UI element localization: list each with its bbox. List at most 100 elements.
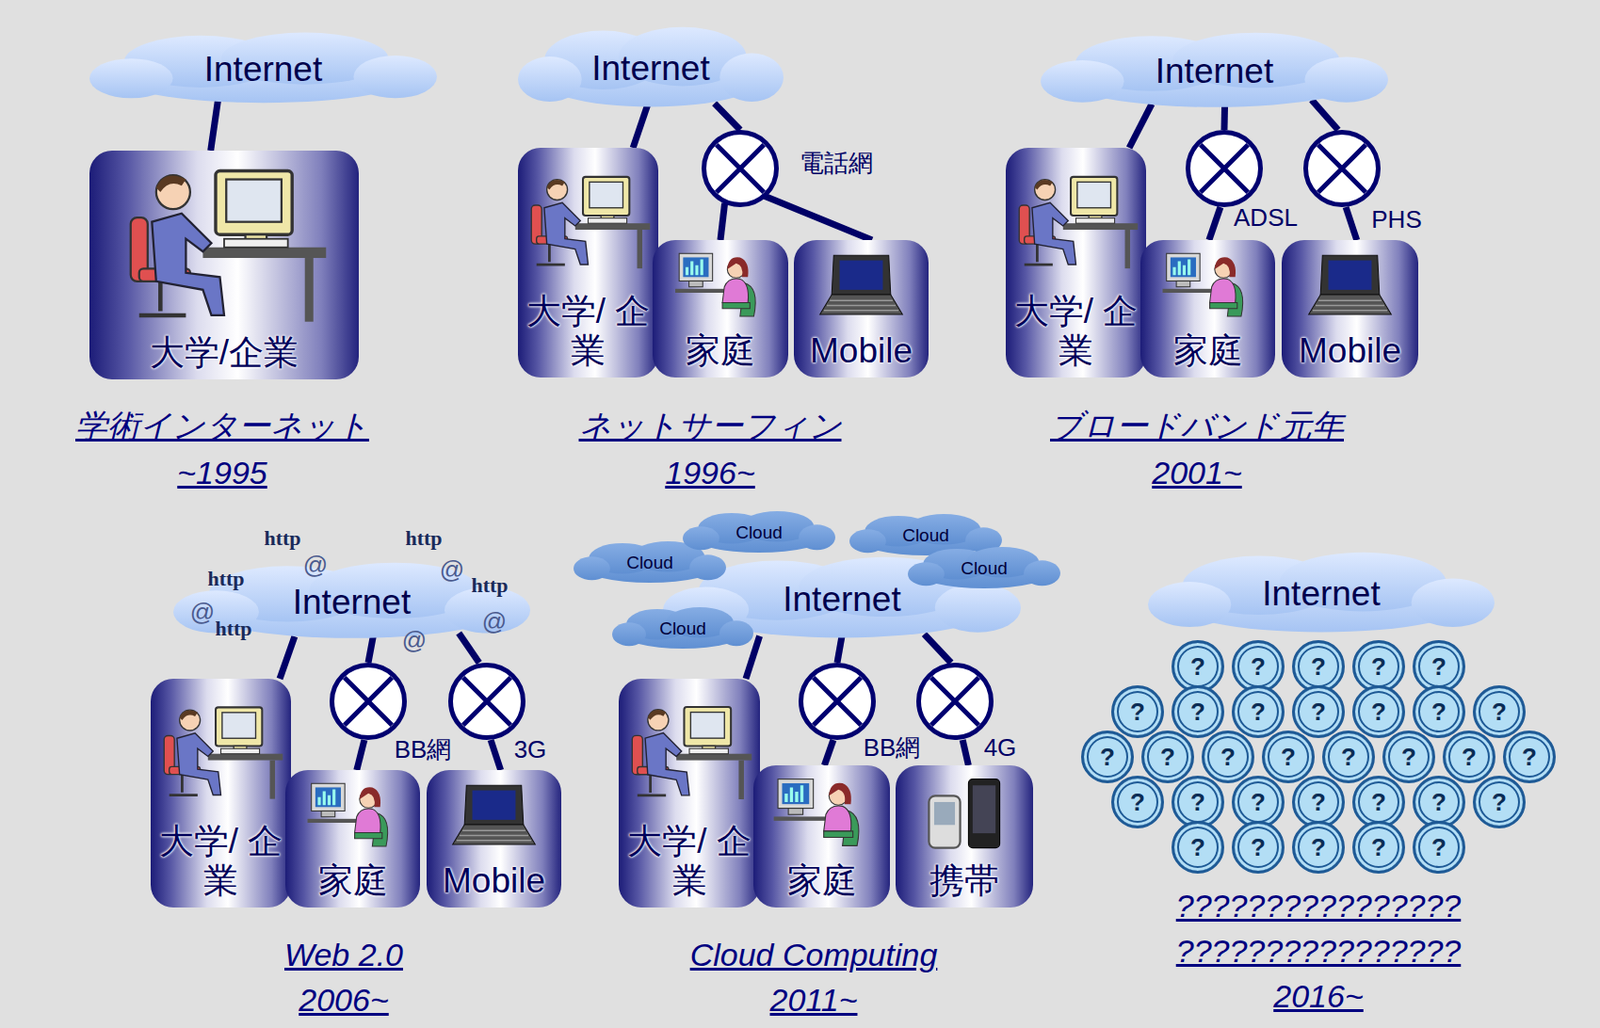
node-text: ? — [1431, 699, 1447, 725]
era-caption: Cloud Computing — [690, 937, 938, 974]
network-link — [923, 634, 952, 663]
switch-node: 3G — [448, 662, 526, 741]
node-text: ? — [1190, 699, 1206, 725]
network-link — [368, 636, 373, 663]
user-box: 家庭 — [753, 765, 890, 908]
node-text: Cloud — [960, 558, 1008, 580]
network-link — [1311, 99, 1339, 130]
node-text: ? — [1190, 790, 1206, 815]
switch-label: BB網 — [863, 731, 922, 765]
node-text: Internet — [591, 48, 710, 89]
user-box: 大学/ 企業 — [1005, 147, 1147, 378]
network-link — [1345, 207, 1358, 241]
era-caption: ブロードバンド元年 — [1050, 404, 1344, 449]
switch-cross — [1190, 134, 1259, 203]
laptop-icon — [432, 777, 556, 857]
node-text: 大学/ 企業 — [1005, 291, 1147, 372]
node-text: ? — [1371, 699, 1387, 725]
user-box: 大学/ 企業 — [618, 678, 760, 908]
switch-node: BB網 — [798, 662, 876, 741]
node-text: ? — [1130, 699, 1146, 725]
internet-cloud: Internet — [1147, 550, 1495, 638]
node-text: ? — [1250, 699, 1266, 725]
switch-node: ADSL — [1185, 129, 1263, 208]
era-caption: Web 2.0 — [284, 937, 404, 974]
node-text: ? — [1160, 744, 1176, 770]
http-mark: http — [214, 616, 252, 642]
unknown-node: ? — [1322, 730, 1375, 784]
http-mark: http — [404, 526, 442, 551]
network-link — [632, 103, 648, 148]
man-icon — [523, 155, 653, 287]
user-box: 携帯 — [895, 765, 1034, 908]
node-text: ? — [1099, 744, 1116, 770]
node-text: ? — [1371, 790, 1387, 815]
user-box: 大学/ 企業 — [517, 147, 659, 378]
switch-cross — [452, 667, 521, 736]
internet-cloud: Internet — [89, 31, 437, 108]
network-link — [458, 633, 480, 663]
node-text: 大学/企業 — [145, 333, 303, 374]
user-box: 大学/企業 — [89, 150, 359, 380]
switch-cross — [706, 134, 775, 203]
user-box: 家庭 — [652, 240, 789, 378]
switch-label: PHS — [1371, 205, 1422, 235]
http-mark: http — [263, 526, 301, 551]
user-box: Mobile — [1281, 240, 1419, 378]
node-text: ? — [1190, 654, 1206, 679]
user-box: Mobile — [793, 240, 929, 378]
node-text: Internet — [1261, 574, 1380, 615]
node-text: ? — [1401, 744, 1417, 770]
node-text: Cloud — [626, 552, 674, 574]
node-text: ? — [1491, 790, 1507, 815]
era-caption: 2016~ — [1273, 978, 1364, 1016]
unknown-node: ? — [1231, 821, 1285, 874]
node-text: ? — [1371, 835, 1387, 860]
unknown-node: ? — [1141, 730, 1195, 784]
woman-icon — [658, 247, 783, 326]
unknown-node: ? — [1201, 730, 1255, 784]
network-link — [1221, 103, 1229, 130]
user-box: Mobile — [426, 770, 562, 908]
node-text: 大学/ 企業 — [517, 291, 659, 372]
cloud-service: Cloud — [907, 546, 1061, 592]
node-text: ? — [1250, 790, 1266, 815]
switch-cross — [803, 667, 872, 736]
node-text: Cloud — [659, 618, 707, 640]
unknown-node: ? — [1111, 685, 1164, 739]
unknown-node: ? — [1231, 685, 1285, 739]
era-caption: 学術インターネット — [75, 404, 370, 449]
user-box: 家庭 — [1140, 240, 1276, 378]
network-link — [714, 103, 741, 130]
unknown-node: ? — [1171, 821, 1225, 874]
node-text: ? — [1491, 699, 1507, 725]
laptop-icon — [799, 247, 923, 326]
switch-label: 3G — [514, 735, 548, 765]
switch-node: 4G — [916, 662, 994, 741]
node-text: ? — [1521, 744, 1537, 770]
node-text: Mobile — [1294, 331, 1406, 372]
unknown-node: ? — [1261, 730, 1315, 784]
unknown-node: ? — [1292, 685, 1345, 739]
node-text: ? — [1431, 654, 1447, 679]
node-text: 大学/ 企業 — [618, 822, 760, 903]
network-link — [824, 740, 834, 766]
node-text: ? — [1310, 654, 1326, 679]
switch-node: PHS — [1303, 129, 1381, 208]
node-text: ? — [1280, 744, 1296, 770]
unknown-node: ? — [1081, 730, 1134, 784]
switch-label: ADSL — [1233, 203, 1298, 233]
man-icon — [156, 686, 286, 817]
unknown-node: ? — [1472, 775, 1526, 829]
user-box: 大学/ 企業 — [150, 678, 291, 908]
unknown-node: ? — [1292, 821, 1345, 874]
era-caption: ???????????????? — [1176, 933, 1462, 970]
cloud-service: Cloud — [612, 606, 754, 652]
node-text: Internet — [204, 49, 323, 90]
node-text: ? — [1130, 790, 1146, 815]
at-mark: @ — [190, 597, 215, 628]
switch-label: BB網 — [394, 733, 453, 767]
woman-icon — [290, 777, 415, 857]
node-text: ? — [1310, 790, 1326, 815]
era-caption: 2006~ — [298, 982, 389, 1019]
